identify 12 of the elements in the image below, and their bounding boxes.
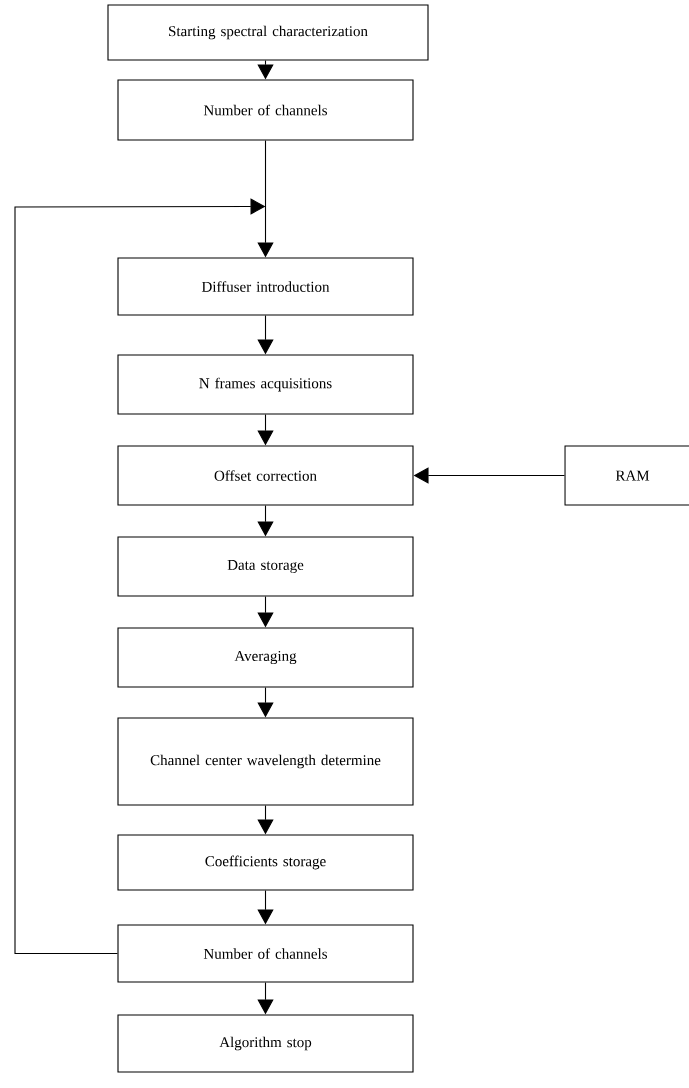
process-box: Number of channels bbox=[117, 924, 414, 983]
process-box: Number of channels bbox=[117, 79, 414, 141]
process-box: Channel center wavelength determine bbox=[117, 717, 414, 806]
process-box: Offset correction bbox=[117, 445, 414, 506]
process-box: RAM bbox=[564, 445, 689, 506]
process-box: Data storage bbox=[117, 536, 414, 597]
process-box: Coefficients storage bbox=[117, 834, 414, 891]
process-box: Algorithm stop bbox=[117, 1014, 414, 1073]
process-box: Diffuser introduction bbox=[117, 257, 414, 316]
process-box: Averaging bbox=[117, 627, 414, 688]
process-box: N frames acquisitions bbox=[117, 354, 414, 415]
process-box: Starting spectral characterization bbox=[107, 4, 429, 61]
